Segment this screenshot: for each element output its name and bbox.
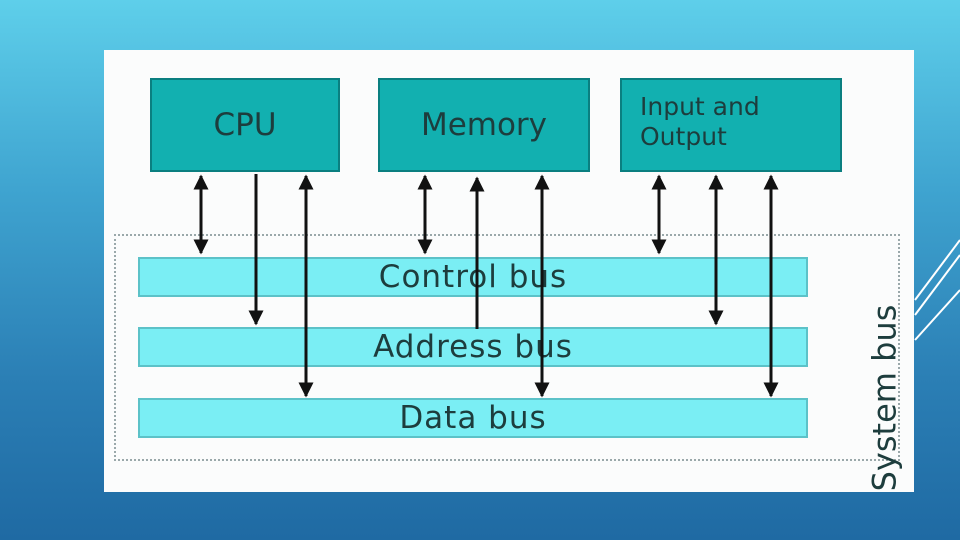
input-output-label: Input and Output bbox=[640, 92, 760, 151]
data-bus-label: Data bus bbox=[399, 400, 547, 436]
input-output-box: Input and Output bbox=[620, 78, 842, 172]
diagram-panel: CPU Memory Input and Output Control bus … bbox=[104, 50, 914, 492]
memory-box: Memory bbox=[378, 78, 590, 172]
cpu-box: CPU bbox=[150, 78, 340, 172]
connection-arrows bbox=[193, 174, 779, 398]
data-bus-bar: Data bus bbox=[138, 398, 808, 438]
cpu-label: CPU bbox=[213, 107, 277, 143]
memory-label: Memory bbox=[420, 107, 548, 143]
system-bus-frame bbox=[114, 234, 900, 461]
